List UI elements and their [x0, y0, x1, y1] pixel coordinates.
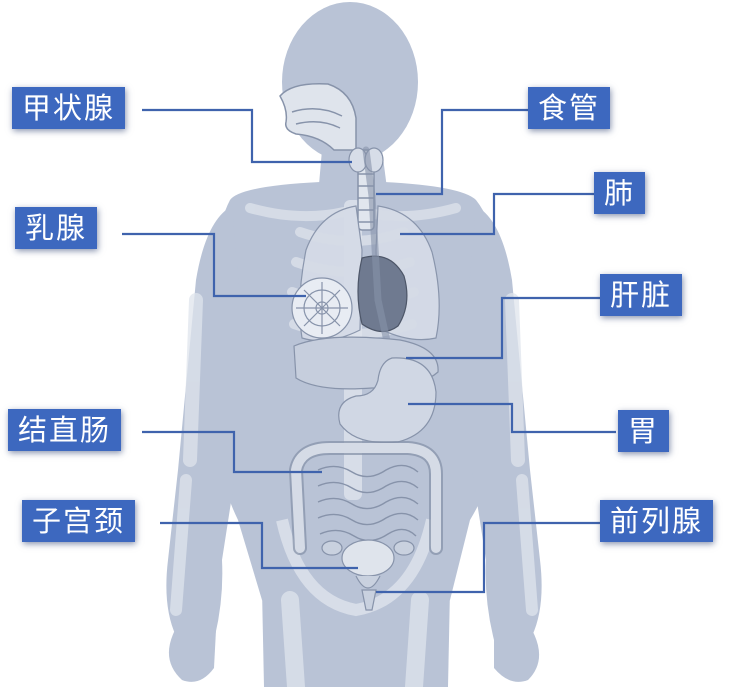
leader-line-esophagus — [376, 108, 528, 196]
leader-line-liver — [406, 296, 600, 360]
head-cavity — [279, 83, 357, 151]
label-stomach: 胃 — [618, 410, 670, 452]
breast-tissue — [291, 277, 353, 339]
colon-fill — [291, 443, 441, 553]
heart — [357, 255, 408, 333]
label-esophagus: 食管 — [528, 87, 611, 129]
leader-line-cervix — [160, 521, 358, 570]
label-breast: 乳腺 — [15, 207, 98, 249]
leader-line-lung — [400, 192, 594, 236]
pelvis — [276, 518, 438, 617]
label-cervix: 子宫颈 — [22, 500, 136, 542]
leader-line-stomach — [408, 402, 616, 434]
label-liver: 肝脏 — [600, 274, 683, 316]
label-thyroid: 甲状腺 — [12, 87, 126, 129]
label-colorectum: 结直肠 — [8, 409, 122, 451]
label-lung: 肺 — [594, 172, 646, 214]
stomach — [338, 357, 437, 444]
leader-line-colorectum — [142, 430, 322, 474]
leader-line-breast — [122, 232, 306, 298]
leader-line-thyroid — [142, 108, 352, 164]
label-prostate: 前列腺 — [600, 500, 714, 542]
esophagus-tube — [362, 146, 396, 368]
leader-lines — [122, 108, 616, 594]
leader-line-prostate — [376, 521, 600, 594]
